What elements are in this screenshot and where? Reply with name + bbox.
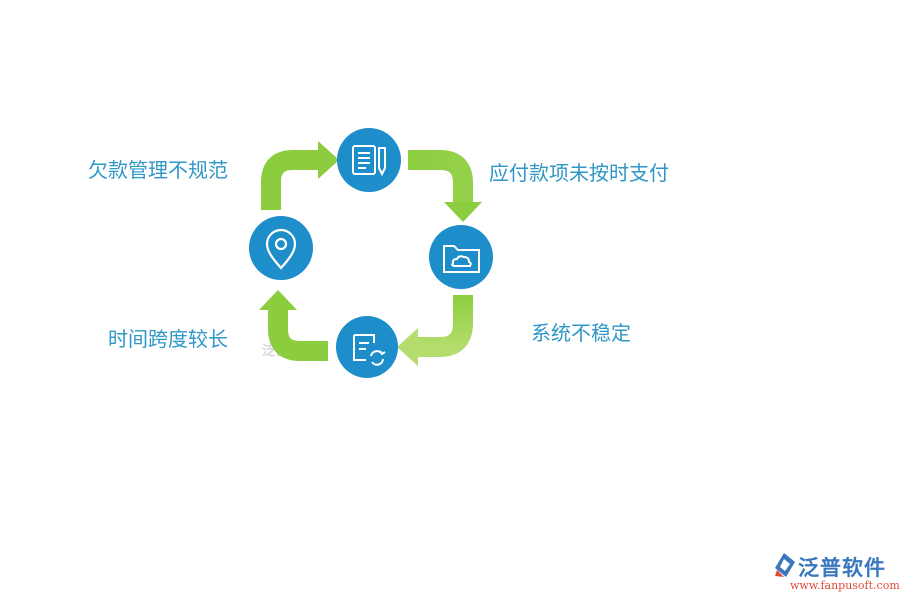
brand-mark-icon [775,553,795,577]
node-document-refresh [336,316,398,378]
node-folder-cloud [429,225,493,289]
document-edit-icon [352,145,386,177]
node-document-edit [337,128,401,192]
label-long-timespan: 时间跨度较长 [108,327,228,351]
brand-name: 泛普软件 [798,556,886,580]
label-system-unstable: 系统不稳定 [531,321,631,345]
location-pin-icon [265,228,297,270]
arrow-left-to-top [261,141,339,210]
folder-cloud-icon [443,245,480,273]
arrow-top-to-right [408,150,482,222]
label-payables-unpaid: 应付款项未按时支付 [489,161,669,185]
node-location-pin [249,216,313,280]
brand-url: www.fanpusoft.com [790,579,900,592]
brand-logo: 泛普软件 www.fanpusoft.com [772,548,900,594]
arrow-bottom-to-left [259,290,328,361]
document-refresh-icon [353,334,386,366]
label-debt-management: 欠款管理不规范 [88,158,228,182]
arrow-right-to-bottom [397,295,473,366]
